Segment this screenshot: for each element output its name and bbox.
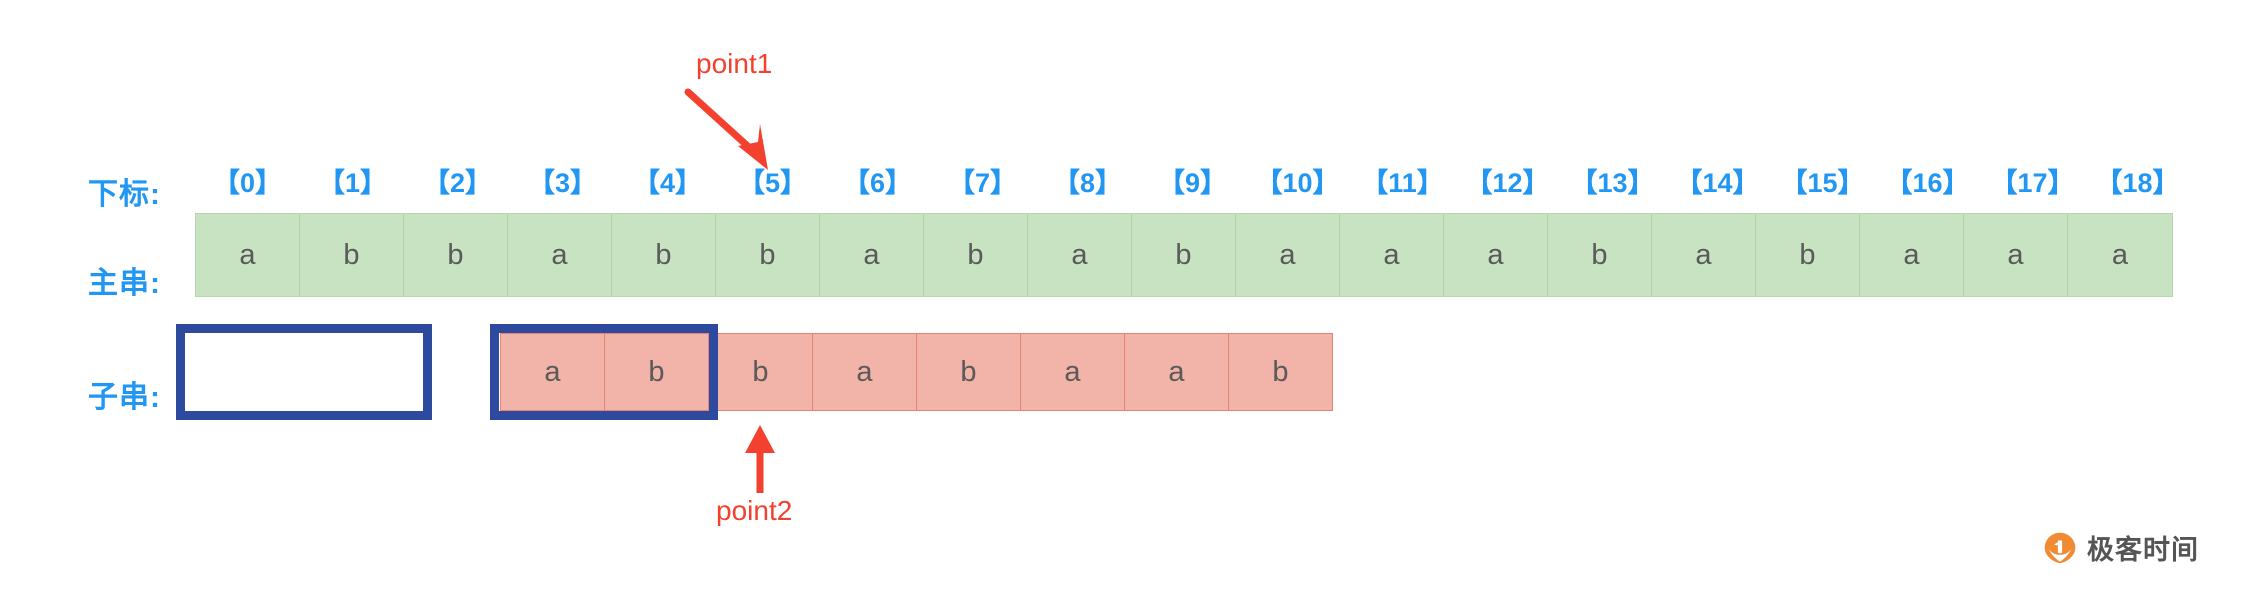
index-cell: 【10】 [1255,168,1340,198]
index-cell: 【1】 [317,168,388,198]
point2-label: point2 [716,495,793,526]
main-string-cell: a [1236,214,1340,296]
main-string-cell: a [820,214,924,296]
main-string-cell: b [612,214,716,296]
main-string-cell: a [1444,214,1548,296]
main-string-cell: a [508,214,612,296]
sub-string-cell: b [916,333,1021,411]
point1-arrow-icon [684,88,768,170]
index-cell: 【17】 [1990,168,2075,198]
main-string-cell: a [1652,214,1756,296]
index-cell: 【0】 [212,168,283,198]
sub-string-cell: a [1020,333,1125,411]
main-string-cell: b [300,214,404,296]
main-string-cell: a [1860,214,1964,296]
highlight-box-matched-prefix [490,324,718,420]
index-cell: 【12】 [1465,168,1550,198]
main-string-row: a b b a b b a b a b a a a b a b a a a [195,213,2173,297]
main-string-cell: b [924,214,1028,296]
index-cell: 【8】 [1052,168,1123,198]
index-row-label: 下标: [88,178,161,211]
main-string-cell: a [196,214,300,296]
index-cell: 【18】 [2095,168,2180,198]
sub-string-row-label: 子串: [88,381,161,414]
sub-string-cell: b [604,333,709,411]
index-cell: 【5】 [737,168,808,198]
sub-string-cell: a [812,333,917,411]
index-cell: 【16】 [1885,168,1970,198]
main-string-cell: a [1028,214,1132,296]
index-cell: 【15】 [1780,168,1865,198]
index-cell: 【13】 [1570,168,1655,198]
main-string-cell: b [1132,214,1236,296]
main-string-cell: b [716,214,820,296]
main-string-cell: a [1964,214,2068,296]
index-cell: 【7】 [947,168,1018,198]
watermark: 极客时间 [2043,528,2199,567]
geektime-logo-icon [2044,532,2076,563]
main-string-row-label: 主串: [88,267,161,300]
main-string-cell: a [1340,214,1444,296]
main-string-cell: b [1756,214,1860,296]
index-cell: 【14】 [1675,168,1760,198]
point2-arrow-icon [745,425,775,493]
sub-string-cell: b [1228,333,1333,411]
main-string-cell: b [404,214,508,296]
sub-string-cell: b [708,333,813,411]
index-cell: 【9】 [1157,168,1228,198]
sub-string-cell: a [500,333,605,411]
index-cell: 【11】 [1361,168,1444,198]
sub-string-row: a b b a b a a b [500,333,1333,411]
index-cell: 【4】 [632,168,703,198]
index-cell: 【6】 [842,168,913,198]
watermark-text: 极客时间 [2087,535,2199,565]
main-string-cell: a [2111,238,2129,271]
sub-string-cell: a [1124,333,1229,411]
highlight-box-empty [176,324,432,420]
point1-label: point1 [696,48,773,79]
index-row: 【0】 【1】 【2】 【3】 【4】 【5】 【6】 【7】 【8】 【9】 … [195,165,2190,201]
main-string-cell: b [1548,214,1652,296]
index-cell: 【3】 [527,168,598,198]
index-cell: 【2】 [422,168,493,198]
